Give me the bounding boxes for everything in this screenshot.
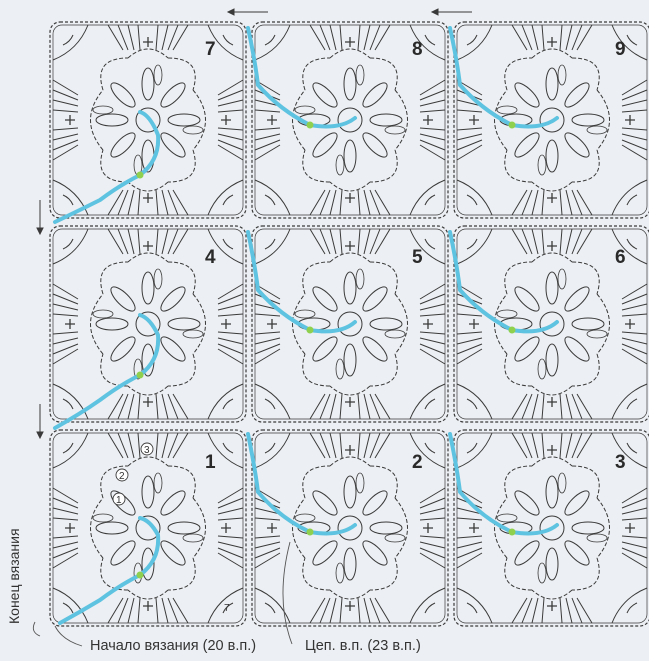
joining-thread xyxy=(55,28,557,623)
round-marker-1: 1 xyxy=(116,495,122,506)
motif-number-5: 5 xyxy=(412,247,423,268)
motif-number-6: 6 xyxy=(615,247,626,268)
start-label: Начало вязания (20 в.п.) xyxy=(90,638,256,654)
small-number: 7 xyxy=(224,603,230,614)
round-marker-3: 3 xyxy=(144,445,150,456)
motif-number-7: 7 xyxy=(205,39,216,60)
motif-number-9: 9 xyxy=(615,39,626,60)
motif-number-8: 8 xyxy=(412,39,423,60)
chain-label: Цеп. в.п. (23 в.п.) xyxy=(305,638,421,654)
end-label: Конец вязания xyxy=(6,528,22,624)
motif-number-4: 4 xyxy=(205,247,216,268)
round-marker-2: 2 xyxy=(119,471,125,482)
motif-number-1: 1 xyxy=(205,452,216,473)
end-label-container: Конец вязания xyxy=(2,512,22,632)
motif-number-3: 3 xyxy=(615,452,626,473)
motif-number-2: 2 xyxy=(412,452,423,473)
join-points xyxy=(137,122,516,579)
